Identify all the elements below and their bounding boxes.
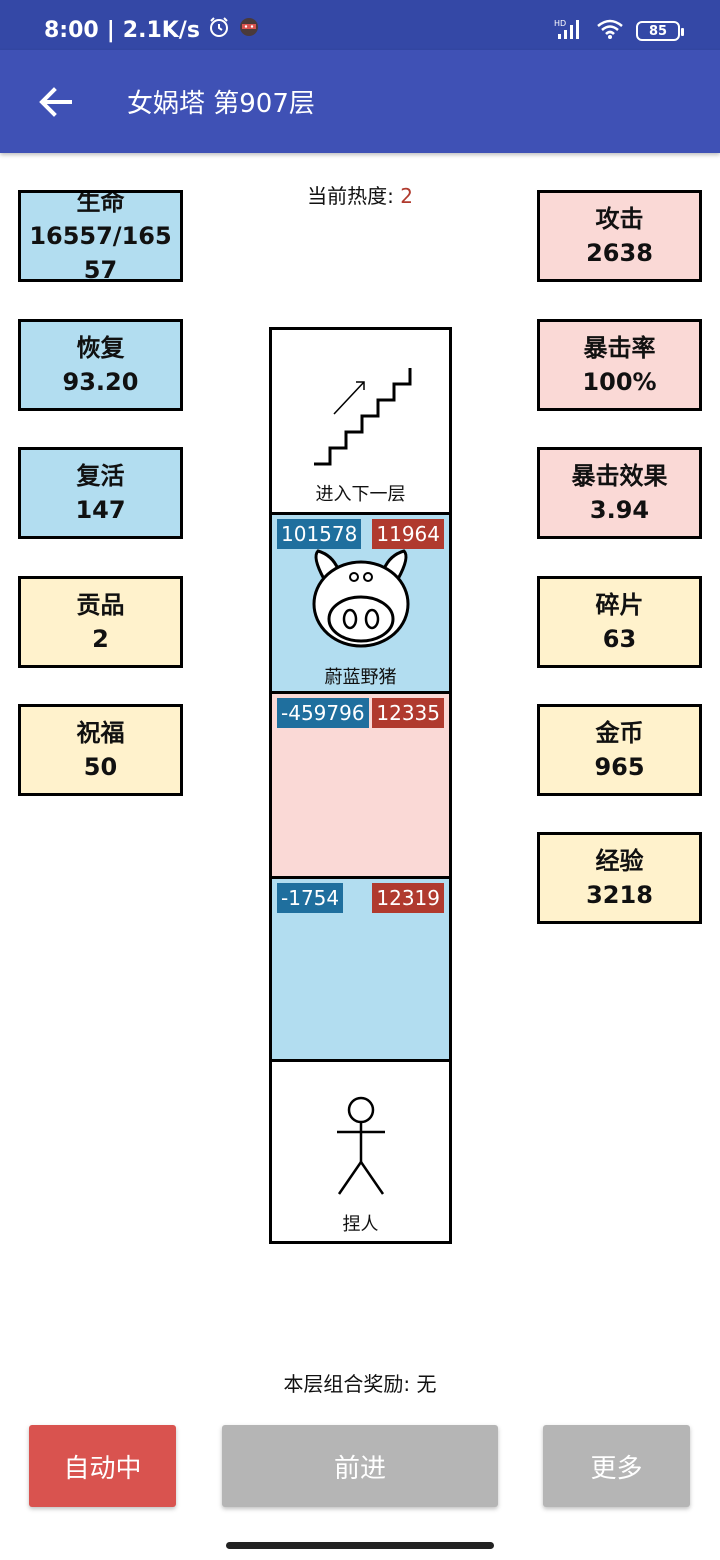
battery-icon: 85 — [636, 21, 684, 41]
slot-hp-tag: -1754 — [277, 883, 344, 913]
stat-experience: 经验 3218 — [537, 832, 702, 924]
status-time: 8:00 — [44, 17, 99, 43]
more-button[interactable]: 更多 — [543, 1425, 690, 1507]
battery-level: 85 — [648, 23, 668, 39]
player-label: 捏人 — [342, 1214, 379, 1235]
tower-cell-stairs[interactable]: 进入下一层 — [272, 330, 449, 515]
heat-value: 2 — [400, 184, 413, 208]
slot-atk-tag: 12319 — [372, 883, 444, 913]
stat-value: 93.20 — [62, 368, 139, 396]
arrow-left-icon — [39, 87, 72, 117]
page-title: 女娲塔 第907层 — [127, 89, 315, 119]
stat-revive: 复活 147 — [18, 447, 183, 539]
stat-blessing: 祝福 50 — [18, 704, 183, 796]
stat-crit-rate: 暴击率 100% — [537, 319, 702, 411]
stick-figure-icon — [337, 1096, 385, 1195]
stat-attack: 攻击 2638 — [537, 190, 702, 282]
combo-reward: 本层组合奖励: 无 — [0, 1368, 720, 1397]
stat-value: 50 — [83, 753, 118, 781]
tower-cell-slot-pink[interactable]: -459796 12335 — [272, 694, 449, 879]
forward-button[interactable]: 前进 — [222, 1425, 498, 1507]
status-right: HD 85 — [554, 18, 684, 44]
stat-value: 965 — [594, 753, 645, 781]
monster-atk-tag: 11964 — [372, 519, 444, 549]
combo-reward-value: 无 — [416, 1372, 437, 1396]
stat-recovery: 恢复 93.20 — [18, 319, 183, 411]
stat-value: 16557/16557 — [29, 222, 172, 282]
combo-reward-label: 本层组合奖励: — [283, 1372, 411, 1396]
stairs-label: 进入下一层 — [315, 484, 406, 505]
tower-cell-player[interactable]: 捏人 — [272, 1062, 449, 1241]
ninja-icon — [238, 16, 260, 44]
alarm-icon — [208, 16, 230, 44]
stat-label: 复活 — [76, 462, 125, 490]
stat-label: 暴击率 — [583, 334, 656, 362]
stat-label: 攻击 — [595, 205, 644, 233]
stat-value: 3.94 — [589, 496, 650, 524]
stat-value: 147 — [75, 496, 126, 524]
stat-value: 2 — [92, 625, 109, 653]
status-bar: 8:00 | 2.1K/s HD 85 — [0, 0, 720, 50]
slot-hp-tag: -459796 — [277, 698, 369, 728]
stat-value: 63 — [602, 625, 637, 653]
stat-shards: 碎片 63 — [537, 576, 702, 668]
app-bar: 女娲塔 第907层 — [0, 50, 720, 153]
pig-icon — [312, 549, 410, 648]
home-indicator[interactable] — [226, 1542, 494, 1549]
tower-column: 进入下一层 101578 11964 蔚蓝野猪 -459796 12335 -1… — [269, 327, 452, 1244]
stat-crit-effect: 暴击效果 3.94 — [537, 447, 702, 539]
stat-label: 碎片 — [595, 591, 644, 619]
signal-icon: HD — [554, 18, 584, 44]
status-speed: 2.1K/s — [122, 17, 200, 43]
stat-tribute: 贡品 2 — [18, 576, 183, 668]
status-separator: | — [106, 17, 115, 43]
monster-name: 蔚蓝野猪 — [324, 667, 397, 688]
tower-cell-monster[interactable]: 101578 11964 蔚蓝野猪 — [272, 515, 449, 694]
back-button[interactable] — [36, 82, 76, 122]
signal-label: HD — [554, 19, 566, 28]
tower-cell-slot-blue[interactable]: -1754 12319 — [272, 879, 449, 1062]
slot-atk-tag: 12335 — [372, 698, 444, 728]
stat-label: 经验 — [595, 847, 644, 875]
wifi-icon — [596, 18, 624, 44]
stat-value: 2638 — [586, 239, 653, 267]
stat-label: 恢复 — [76, 334, 125, 362]
stat-label: 生命 — [76, 190, 125, 216]
stat-label: 贡品 — [76, 591, 125, 619]
stat-label: 金币 — [595, 719, 644, 747]
stat-label: 暴击效果 — [571, 462, 668, 490]
status-left: 8:00 | 2.1K/s — [44, 16, 260, 44]
stat-label: 祝福 — [76, 719, 125, 747]
monster-hp-tag: 101578 — [277, 519, 362, 549]
stat-gold: 金币 965 — [537, 704, 702, 796]
stat-value: 100% — [582, 368, 657, 396]
heat-indicator: 当前热度: 2 — [0, 180, 720, 209]
auto-button[interactable]: 自动中 — [29, 1425, 176, 1507]
stat-life: 生命 16557/16557 — [18, 190, 183, 282]
stairs-icon — [314, 368, 412, 466]
stat-value: 3218 — [586, 881, 653, 909]
heat-label: 当前热度: — [307, 184, 394, 208]
